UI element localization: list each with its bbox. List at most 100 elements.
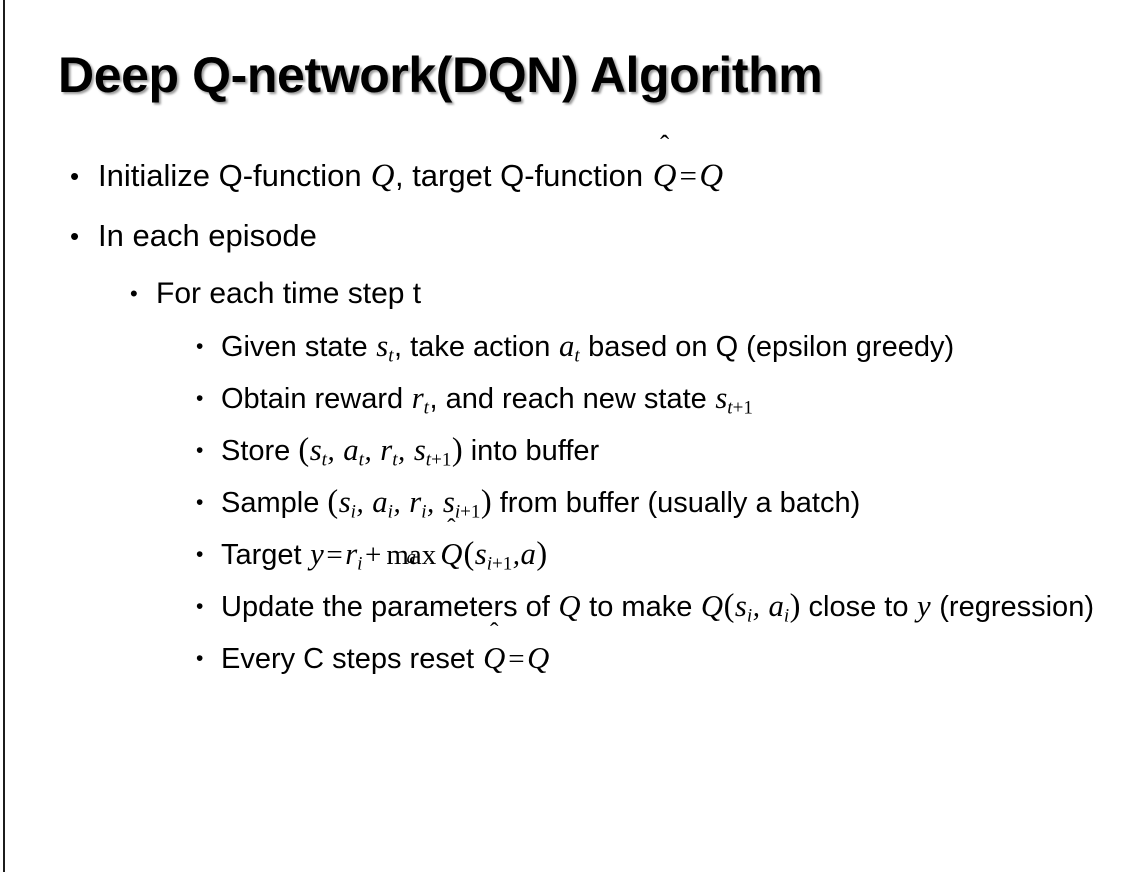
- page-title: Deep Q-network(DQN) Algorithm: [58, 47, 823, 103]
- bullet-for-each-time-step-text: For each time step t: [156, 277, 422, 310]
- math-var-r-base: r: [409, 485, 422, 519]
- math-var-a-base: a: [372, 485, 388, 519]
- math-var-a-base: a: [768, 589, 784, 623]
- math-var-s-base: s: [734, 589, 747, 623]
- math-close-paren: ): [789, 588, 801, 624]
- text-run: based on Q (epsilon greedy): [580, 331, 955, 363]
- math-open-paren: (: [723, 588, 735, 624]
- bullet-update-parameters-text: Update the parameters of Q to make Q(si,…: [221, 581, 1102, 633]
- math-sub-r: t: [392, 449, 398, 471]
- math-sub-s-next: t+1: [727, 397, 753, 418]
- bullet-list: • Initialize Q-function Q, target Q-func…: [0, 146, 1124, 685]
- math-q-hat: ̂Q: [439, 529, 463, 580]
- bullet-marker: •: [196, 439, 204, 462]
- text-run: Obtain reward: [221, 383, 412, 415]
- math-var-s2-base: s: [413, 433, 426, 467]
- math-sub-plus-one: +1: [431, 449, 452, 471]
- text-run: Update the parameters of: [221, 591, 558, 623]
- text-run: Sample: [221, 487, 328, 519]
- math-var-a: at: [343, 433, 365, 469]
- math-sub-r: i: [357, 553, 363, 575]
- bullet-marker: •: [196, 595, 204, 618]
- math-var-r: ri: [409, 485, 427, 523]
- bullet-in-each-episode-text: In each episode: [98, 218, 317, 253]
- math-var-qhat-base: Q: [440, 537, 463, 571]
- math-max-label: max: [386, 539, 437, 571]
- math-comma: ,: [393, 487, 401, 519]
- text-run: Given state: [221, 331, 376, 363]
- math-sub-plus-one: +1: [732, 397, 753, 419]
- math-var-q2: Q: [699, 158, 724, 194]
- math-var-s2-base: s: [442, 485, 455, 519]
- math-var-q2: Q: [700, 589, 724, 623]
- math-sub-r: t: [423, 397, 429, 419]
- bullet-obtain-reward: • Obtain reward rt, and reach new state …: [0, 373, 1124, 425]
- math-comma: ,: [327, 435, 335, 467]
- math-var-a: at: [558, 329, 580, 367]
- math-var-r-base: r: [345, 537, 358, 571]
- math-sub-s1: i: [350, 501, 356, 523]
- math-sub-index: i: [486, 553, 493, 575]
- bullet-marker: •: [196, 335, 204, 358]
- math-sub-r: i: [421, 501, 427, 523]
- math-sub-a: i: [783, 605, 790, 627]
- math-comma: ,: [356, 487, 364, 519]
- bullet-store-text: Store (st, at, rt, st+1) into buffer: [221, 425, 1102, 477]
- math-var-r: rt: [411, 381, 429, 419]
- math-var-q: Q: [527, 641, 550, 675]
- slide-left-border: [3, 0, 5, 872]
- text-run: Target: [221, 539, 310, 571]
- math-sub-index: i: [454, 501, 461, 523]
- math-var-s: si: [734, 589, 753, 627]
- bullet-marker: •: [196, 491, 204, 514]
- math-var-a: ai: [372, 485, 394, 523]
- text-run: into buffer: [462, 435, 600, 467]
- math-var-s2: st+1: [413, 433, 452, 471]
- math-var-r: rt: [380, 433, 398, 471]
- math-var-y: y: [310, 537, 324, 571]
- bullet-update-parameters: • Update the parameters of Q to make Q(s…: [0, 581, 1124, 633]
- math-equals: =: [326, 539, 343, 571]
- math-max-subscript: a: [406, 546, 417, 568]
- text-run: Every C steps reset: [221, 643, 483, 675]
- math-var-s1: st: [309, 433, 327, 469]
- bullet-given-state: • Given state st, take action at based o…: [0, 321, 1124, 373]
- math-var-q1: Q: [558, 589, 581, 623]
- math-var-a-base: a: [343, 433, 359, 467]
- math-sub-index: t: [727, 397, 733, 419]
- math-var-r-base: r: [380, 433, 393, 467]
- math-comma: ,: [752, 591, 760, 623]
- bullet-store: • Store (st, at, rt, st+1) into buffer: [0, 425, 1124, 477]
- bullet-marker: •: [196, 543, 204, 566]
- math-q-hat: ̂Q: [652, 146, 678, 206]
- math-var-q: Q: [370, 158, 395, 194]
- math-sub-a: t: [574, 345, 580, 367]
- math-var-r-base: r: [411, 381, 424, 415]
- math-sub-s: i: [746, 605, 753, 627]
- bullet-given-state-text: Given state st, take action at based on …: [221, 321, 1102, 373]
- math-sub-plus-one: +1: [460, 501, 481, 523]
- bullet-marker: •: [130, 281, 138, 306]
- math-var-y: y: [917, 589, 931, 623]
- math-plus: +: [364, 539, 382, 571]
- math-sub-index: t: [425, 449, 432, 471]
- bullet-in-each-episode: • In each episode: [0, 206, 1124, 266]
- math-close-paren: ): [480, 484, 492, 520]
- math-sub-plus-one: +1: [492, 553, 513, 575]
- bullet-sample: • Sample (si, ai, ri, si+1) from buffer …: [0, 477, 1124, 529]
- math-close-paren: ): [536, 536, 548, 572]
- math-comma: ,: [398, 435, 406, 467]
- math-sub-s: t: [388, 345, 394, 367]
- math-var-a: ai: [768, 589, 790, 627]
- math-sub-a: i: [387, 501, 393, 523]
- bullet-for-each-time-step: • For each time step t: [0, 266, 1124, 321]
- math-comma: ,: [512, 539, 521, 571]
- bullet-marker: •: [196, 647, 204, 670]
- bullet-initialize: • Initialize Q-function Q, target Q-func…: [0, 146, 1124, 206]
- math-open-paren: (: [327, 484, 339, 520]
- math-var-s2: si+1: [442, 485, 481, 523]
- math-var-a: a: [520, 537, 536, 571]
- math-close-paren: ): [451, 432, 463, 468]
